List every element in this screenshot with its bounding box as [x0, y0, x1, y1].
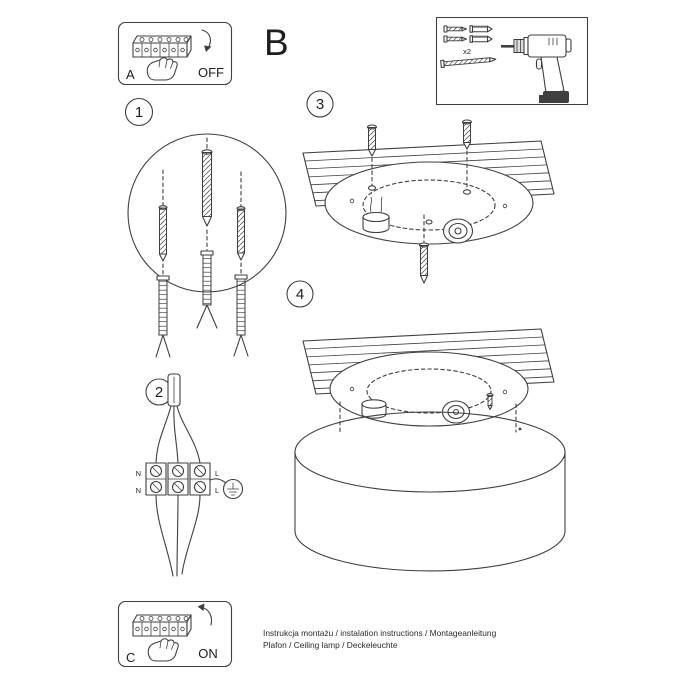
step-1: 1	[124, 97, 287, 358]
wall-plug-icon	[233, 262, 249, 357]
screw-icon	[461, 119, 473, 150]
screw-icon	[201, 137, 213, 227]
quantity-label: x2	[463, 47, 471, 56]
step-1-badge	[124, 97, 154, 127]
step-3-badge	[306, 90, 334, 118]
wires	[155, 405, 201, 464]
step-4: 4	[286, 280, 566, 572]
section-b-label: B	[264, 22, 289, 63]
terminal-strip-icon	[132, 35, 192, 58]
lamp-socket-icon	[362, 196, 390, 234]
step-2-number: 2	[155, 384, 163, 401]
screw-icon	[158, 169, 168, 262]
rotate-arrow-icon	[197, 603, 213, 626]
screw-icon	[486, 393, 494, 411]
mounting-plate	[324, 161, 534, 245]
step-3-number: 3	[316, 96, 324, 113]
lamp-socket-icon	[442, 218, 474, 244]
mounting-plate	[329, 351, 529, 427]
drill-icon	[501, 34, 572, 103]
wall-plug-icon	[196, 229, 218, 329]
power-off-label: OFF	[198, 65, 224, 80]
step-3: 3	[302, 90, 555, 284]
panel-c: C ON	[117, 600, 233, 668]
footer-line-1: Instrukcja montażu / instalation instruc…	[263, 628, 497, 638]
wire-label-n-bottom: N	[136, 486, 141, 495]
screw-icon	[440, 57, 497, 69]
screw-icon	[366, 124, 378, 157]
wire-label-l-top: L	[215, 469, 219, 478]
screw-guide-lines	[371, 150, 468, 190]
footer-line-2: Plafon / Ceiling lamp / Deckeleuchte	[263, 640, 398, 650]
panel-a: A OFF	[117, 21, 233, 86]
rotate-arrow-icon	[201, 29, 212, 52]
step-4-badge	[286, 280, 314, 308]
terminal-strip-icon	[132, 614, 192, 637]
ground-icon	[209, 478, 244, 500]
screw-icon	[418, 214, 430, 284]
step-1-number: 1	[135, 104, 143, 121]
wire-label-l-bottom: L	[215, 486, 219, 495]
power-cable	[167, 373, 181, 407]
screw-icon	[236, 171, 246, 261]
wires	[155, 494, 201, 577]
lampshade	[294, 411, 566, 572]
power-on-label: ON	[198, 646, 218, 661]
panel-a-label: A	[126, 67, 135, 82]
panel-c-label: C	[126, 650, 135, 665]
wall-plug-icon	[155, 263, 171, 358]
footer-text: Instrukcja montażu / instalation instruc…	[263, 628, 497, 650]
step-2: 2 N L N L	[136, 373, 244, 577]
hardware-box: x2	[435, 16, 589, 106]
step-4-number: 4	[296, 286, 304, 303]
wire-label-n-top: N	[136, 469, 141, 478]
shade-guide-lines	[339, 401, 517, 435]
terminal-block	[145, 462, 211, 496]
